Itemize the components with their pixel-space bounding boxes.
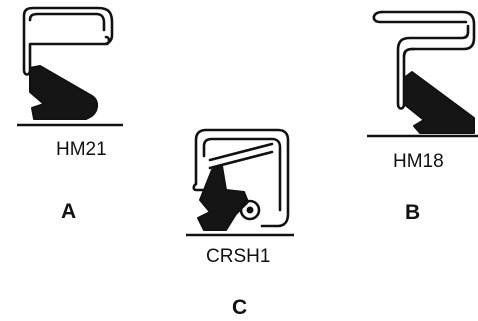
seal-crsh1-rubber-lip <box>197 165 249 231</box>
seal-hm21-code: HM21 <box>56 139 107 160</box>
seal-crsh1-profile <box>186 128 294 237</box>
seal-crsh1-code: CRSH1 <box>206 246 270 267</box>
seal-crsh1-spring-core <box>246 206 254 214</box>
seal-crsh1-garter-spring <box>239 199 261 221</box>
seal-hm21-rubber-lip <box>29 65 98 120</box>
seal-hm21-case-inner <box>28 12 106 32</box>
seal-hm21-profile <box>17 6 123 127</box>
seal-hm18-rolled-tip <box>372 10 468 24</box>
seal-hm18-code: HM18 <box>393 151 444 172</box>
seal-hm18-rubber-lip <box>403 71 475 134</box>
seal-c-letter: C <box>232 296 247 319</box>
seal-a-letter: A <box>61 200 76 223</box>
seal-b-letter: B <box>405 201 420 224</box>
seal-crsh1-case-inner <box>202 137 282 212</box>
seal-hm18-case-inner <box>402 47 416 58</box>
seal-hm18-profile <box>367 10 478 138</box>
seal-crsh1-case-diagonal <box>208 142 274 170</box>
seal-crsh1-metal-case <box>192 128 290 228</box>
seal-hm21-metal-case <box>22 6 114 76</box>
